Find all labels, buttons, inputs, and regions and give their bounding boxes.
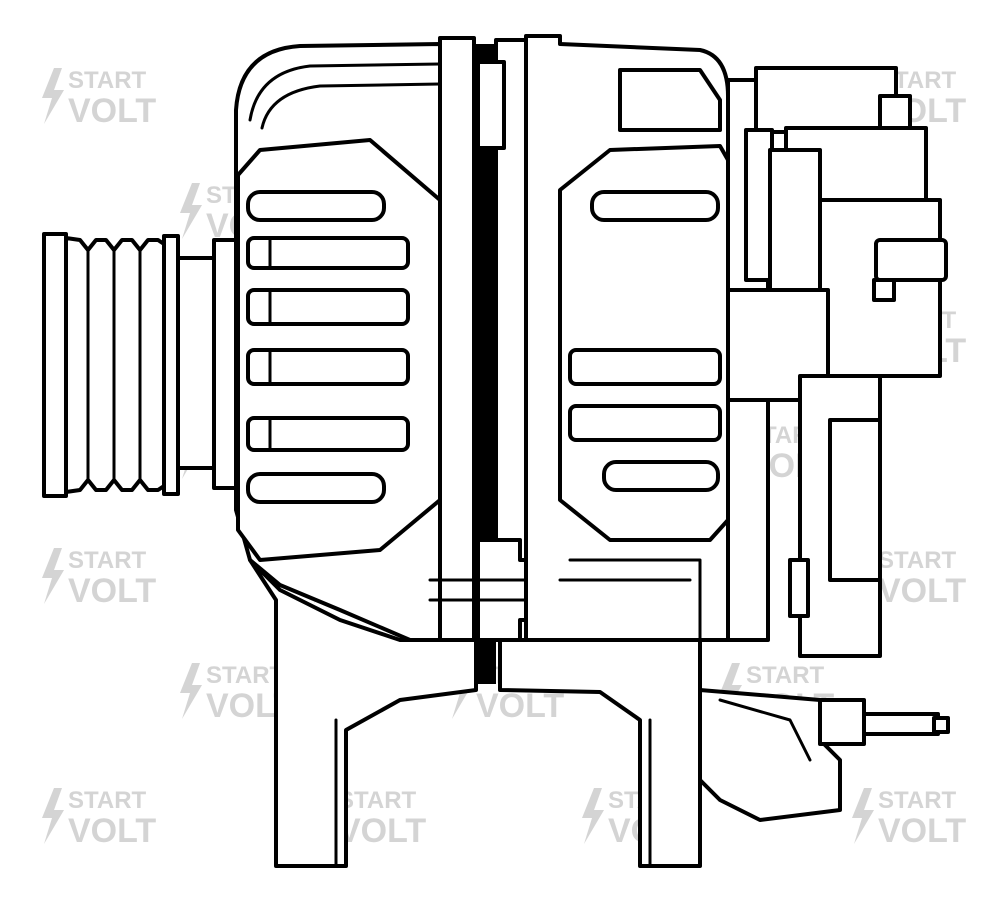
rear-vent-slot [568, 348, 722, 386]
mounting-feet [248, 558, 950, 868]
pulley-rear-flange [162, 234, 180, 496]
regulator-inner [768, 148, 822, 292]
front-vent-slot [246, 236, 410, 270]
terminal-base [818, 698, 866, 746]
front-vent-slot [246, 348, 410, 386]
watermark-line1: START [68, 787, 147, 814]
stator-tab-top [476, 60, 506, 150]
rear-vent-slot [568, 404, 722, 442]
rear-mounting-foot [498, 638, 702, 868]
rectifier-fin-inner [828, 418, 882, 582]
b-plus-terminal-stud [862, 712, 940, 736]
rear-vent-slot [602, 460, 720, 492]
watermark-line2: VOLT [338, 812, 426, 850]
watermark-line2: VOLT [878, 572, 966, 610]
front-vent-slot [246, 416, 410, 452]
regulator-brush-holder [744, 128, 774, 282]
watermark-bolt-icon [42, 788, 64, 844]
watermark-bolt-icon [582, 788, 604, 844]
watermark-line1: START [878, 787, 957, 814]
watermark-line1: START [338, 787, 417, 814]
watermark-bolt-icon [180, 663, 202, 719]
rear-housing [524, 34, 730, 642]
watermark-bolt-icon [42, 548, 64, 604]
pulley [42, 232, 238, 498]
connector-latch [872, 278, 896, 302]
connector-plug [874, 238, 948, 282]
watermark-line1: START [206, 662, 285, 689]
front-vent-slot [246, 190, 386, 222]
watermark-line1: START [68, 547, 147, 574]
watermark-line2: VOLT [878, 812, 966, 850]
stator-left-plate [438, 36, 476, 670]
front-mounting-foot [248, 558, 478, 868]
watermark-line2: VOLT [68, 92, 156, 130]
watermark-bolt-icon [42, 68, 64, 124]
watermark-line2: VOLT [68, 572, 156, 610]
rectifier-bolt [788, 558, 810, 618]
b-plus-terminal-nut [932, 716, 950, 734]
shaft-collar [212, 238, 238, 490]
watermark-bolt-icon [180, 183, 202, 239]
pulley-hub [176, 256, 216, 470]
rear-vent-slot [590, 190, 720, 222]
front-vent-slot [246, 288, 410, 326]
regulator-cap [754, 66, 898, 134]
watermark-line2: VOLT [68, 812, 156, 850]
watermark-bolt-icon [852, 788, 874, 844]
pulley-front-flange [42, 232, 68, 498]
stator-core [474, 44, 496, 684]
front-vent-slot [246, 472, 386, 504]
watermark-line1: START [878, 547, 957, 574]
watermark-line1: START [746, 662, 825, 689]
watermark-line2: VOLT [476, 687, 564, 725]
rear-top-bracket [618, 68, 722, 132]
watermark-line1: START [68, 67, 147, 94]
front-housing [234, 42, 442, 642]
regulator-assembly [726, 66, 948, 658]
